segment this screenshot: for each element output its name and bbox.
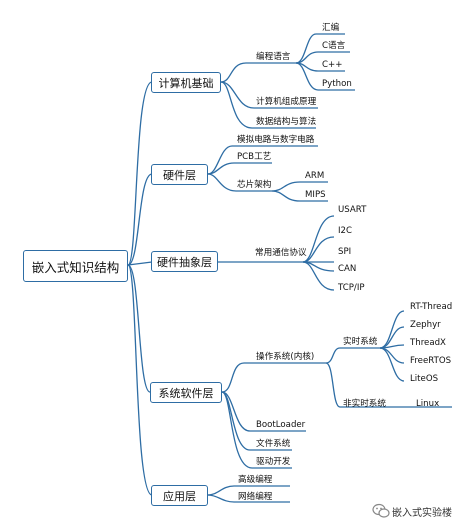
leaf-zephyr: Zephyr	[410, 320, 441, 330]
leaf-c-language: C语言	[322, 41, 346, 51]
leaf-pcb: PCB工艺	[237, 152, 272, 162]
leaf-programming-languages: 编程语言	[256, 52, 291, 62]
connector-os-nonrt	[325, 362, 452, 408]
leaf-usart: USART	[338, 205, 367, 215]
leaf-non-realtime-system: 非实时系统	[343, 399, 386, 409]
watermark-text: 嵌入式实验楼	[392, 508, 452, 519]
leaf-driver-development: 驱动开发	[256, 457, 291, 467]
leaf-bootloader: BootLoader	[256, 420, 306, 430]
leaf-liteos: LiteOS	[410, 374, 439, 384]
connector-rtos-rtthread	[379, 310, 405, 349]
leaf-network-programming: 网络编程	[238, 492, 273, 502]
connector-rtos-freertos	[379, 347, 405, 364]
connector-computer-programming	[220, 62, 296, 83]
node-hardware: 硬件层	[151, 164, 208, 185]
leaf-advanced-programming: 高级编程	[238, 475, 273, 485]
leaf-assembly: 汇编	[322, 23, 340, 33]
leaf-linux: Linux	[416, 399, 440, 409]
wechat-icon	[372, 503, 390, 518]
leaf-cpp: C++	[322, 60, 343, 70]
leaf-freertos: FreeRTOS	[410, 356, 452, 366]
node-computer-basics: 计算机基础	[151, 72, 221, 93]
node-hal: 硬件抽象层	[151, 251, 218, 272]
connector-root-application	[127, 264, 153, 496]
leaf-chip-architecture: 芯片架构	[237, 180, 272, 190]
leaf-computer-organization: 计算机组成原理	[256, 97, 317, 107]
connector-protocols-i2c	[302, 236, 335, 263]
connector-hardware-pcb	[207, 162, 272, 175]
connector-chip-mips	[271, 190, 328, 202]
node-system-software: 系统软件层	[150, 382, 222, 403]
leaf-python: Python	[322, 79, 352, 89]
connector-system-bootloader	[221, 391, 306, 432]
connector-computer-principles	[220, 81, 318, 109]
leaf-mips: MIPS	[305, 190, 326, 200]
connector-rtos-liteos	[379, 347, 405, 382]
connector-root-hal	[127, 261, 153, 266]
root-node: 嵌入式知识结构	[23, 250, 128, 282]
leaf-arm: ARM	[305, 171, 325, 181]
leaf-file-system: 文件系统	[256, 439, 291, 449]
leaf-rt-thread: RT-Thread	[410, 302, 453, 312]
connector-root-hardware	[127, 173, 153, 266]
leaf-can: CAN	[338, 264, 357, 274]
connector-os-rtos	[325, 347, 380, 364]
connector-programming-c	[295, 51, 350, 64]
leaf-communication-protocols: 常用通信协议	[255, 248, 307, 258]
connector-system-driver	[221, 391, 292, 469]
connector-computer-dsa	[220, 81, 316, 129]
connector-app-network	[207, 494, 290, 503]
leaf-spi: SPI	[338, 247, 352, 257]
connector-root-computer	[127, 81, 153, 266]
node-application: 应用层	[151, 485, 208, 506]
leaf-circuits: 模拟电路与数字电路	[237, 135, 315, 145]
connector-protocols-usart	[302, 215, 335, 263]
connector-protocols-tcpip	[302, 261, 335, 291]
leaf-realtime-system: 实时系统	[343, 337, 378, 347]
connector-system-os	[221, 362, 326, 393]
leaf-data-structures: 数据结构与算法	[256, 117, 317, 127]
connector-programming-python	[295, 62, 355, 91]
connector-chip-arm	[271, 181, 328, 192]
leaf-i2c: I2C	[338, 226, 353, 236]
connector-root-system	[127, 264, 151, 393]
leaf-threadx: ThreadX	[410, 338, 446, 348]
leaf-operating-system: 操作系统(内核)	[256, 352, 315, 362]
leaf-tcpip: TCP/IP	[338, 283, 365, 293]
connector-hardware-chip	[207, 173, 272, 192]
